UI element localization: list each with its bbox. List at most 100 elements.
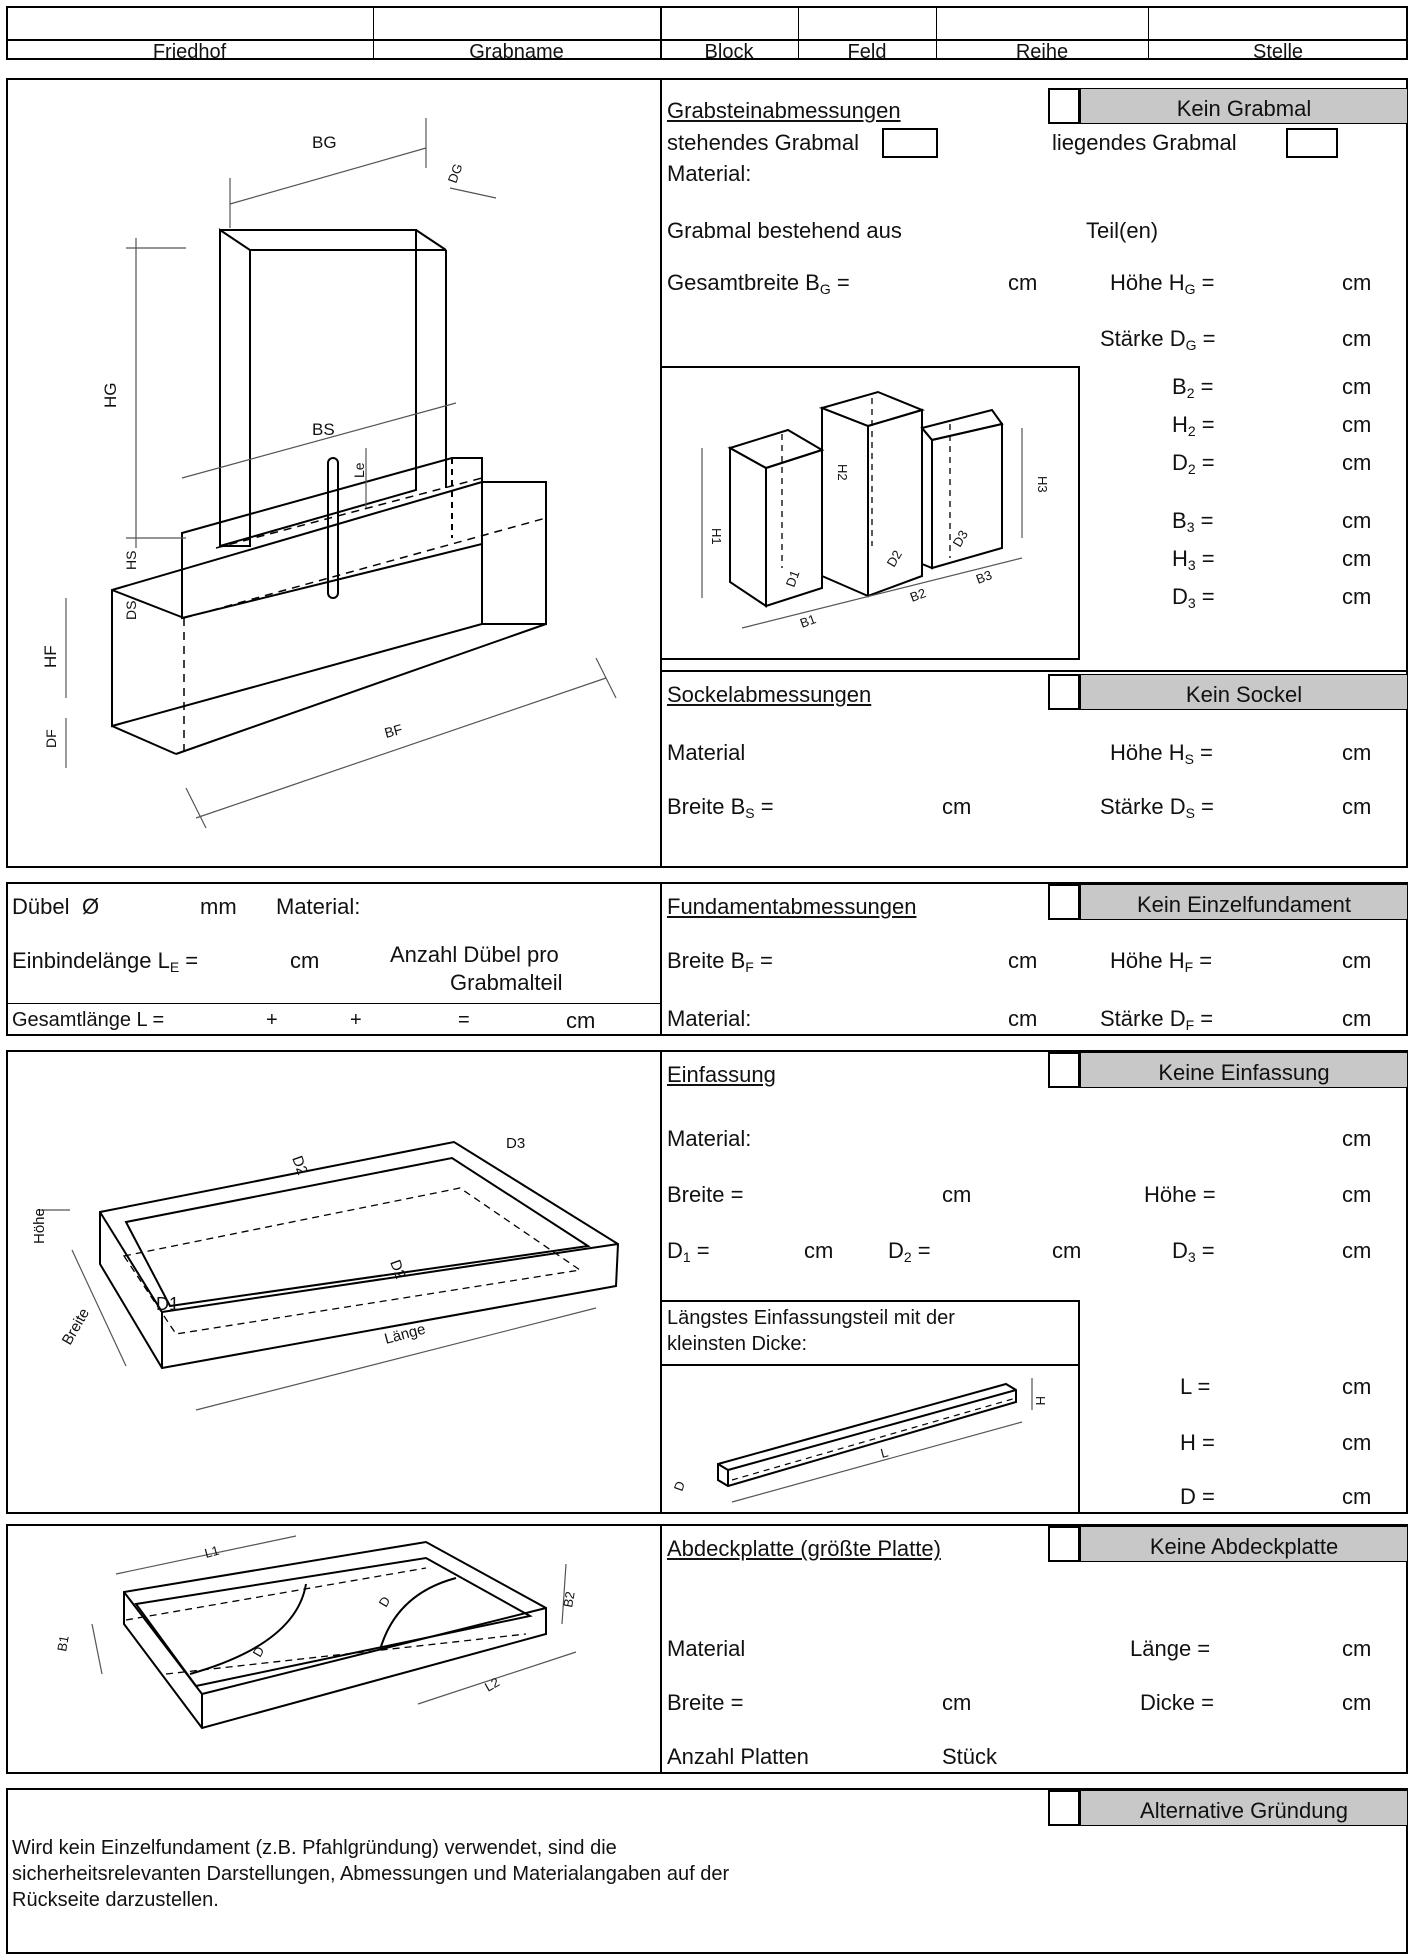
b3-label: B3 = xyxy=(1172,508,1214,535)
abdeckplatte-drawing: L1 L2 B1 B2 D D xyxy=(54,1535,578,1730)
fundament-hoehe: Höhe HF = xyxy=(1110,948,1213,975)
fundament-material: Material: xyxy=(667,1006,752,1031)
duebel-material: Material: xyxy=(276,894,361,919)
abdeck-material: Material xyxy=(667,1636,746,1661)
h3-label: H3 = xyxy=(1172,546,1215,573)
alternative-text-1: Wird kein Einzelfundament (z.B. Pfahlgrü… xyxy=(12,1837,617,1859)
kein-grabmal-checkbox[interactable] xyxy=(1048,88,1080,124)
svg-text:D2: D2 xyxy=(386,1258,409,1282)
header-stelle: Stelle xyxy=(1252,41,1304,63)
svg-text:B2: B2 xyxy=(908,585,928,605)
grabmal-drawing: BG DG HG BS Le HS DS HF DF BF xyxy=(41,118,617,829)
svg-text:B1: B1 xyxy=(54,1634,72,1652)
svg-text:D3: D3 xyxy=(950,528,971,550)
grabstein-material: Material: xyxy=(667,161,752,186)
kein-sockel-label: Kein Sockel xyxy=(1080,674,1408,710)
sockel-hoehe: Höhe HS = xyxy=(1110,740,1213,767)
label-bg: BG xyxy=(312,133,337,152)
b2-label: B2 = xyxy=(1172,374,1214,401)
section-divider xyxy=(660,882,662,1036)
einbindelaenge: Einbindelänge LE = xyxy=(12,948,199,975)
svg-text:D1: D1 xyxy=(156,1294,179,1314)
svg-text:L: L xyxy=(879,1445,890,1461)
d2-label: D2 = xyxy=(1172,450,1215,477)
abdeck-laenge: Länge = xyxy=(1130,1636,1211,1661)
svg-text:B2: B2 xyxy=(560,1590,578,1608)
header-divider xyxy=(6,39,1408,41)
abdeck-title: Abdeckplatte (größte Platte) xyxy=(667,1536,941,1561)
section-divider xyxy=(660,1050,662,1514)
header-col-divider xyxy=(1148,6,1149,60)
header-col-divider xyxy=(660,6,662,60)
alternative-text-2: sicherheitsrelevanten Darstellungen, Abm… xyxy=(12,1863,730,1885)
einfassung-d1: D1 = xyxy=(667,1238,710,1265)
svg-text:HG: HG xyxy=(101,383,120,409)
fundament-staerke: Stärke DF = xyxy=(1100,1006,1214,1033)
svg-text:L2: L2 xyxy=(482,1674,502,1694)
longest-text-1: Längstes Einfassungsteil mit der xyxy=(667,1307,955,1329)
einfassung-drawing: Höhe Breite Länge D1 D2 D2 D3 xyxy=(31,1135,620,1411)
svg-text:D: D xyxy=(671,1479,688,1493)
teil-h: H = xyxy=(1180,1430,1215,1455)
keine-einfassung-checkbox[interactable] xyxy=(1048,1052,1080,1088)
svg-text:D: D xyxy=(376,1594,394,1610)
longest-frame xyxy=(660,1300,1080,1514)
kein-grabmal-label: Kein Grabmal xyxy=(1080,88,1408,124)
stehendes-grabmal-checkbox[interactable] xyxy=(882,128,938,158)
header-friedhof: Friedhof xyxy=(152,41,227,63)
svg-text:Höhe: Höhe xyxy=(31,1208,48,1244)
svg-text:Länge: Länge xyxy=(383,1321,428,1348)
gesamtbreite-bg: Gesamtbreite BG = xyxy=(667,270,850,297)
section-divider xyxy=(660,78,662,868)
anzahl-duebel-1: Anzahl Dübel pro xyxy=(390,942,559,967)
svg-text:Le: Le xyxy=(351,462,367,478)
svg-text:Breite: Breite xyxy=(59,1306,93,1348)
alternative-gruendung-checkbox[interactable] xyxy=(1048,1790,1080,1826)
svg-text:H: H xyxy=(1033,1396,1048,1405)
staerke-dg: Stärke DG = xyxy=(1100,326,1216,353)
sockel-title: Sockelabmessungen xyxy=(667,682,872,707)
header-feld: Feld xyxy=(847,41,887,63)
svg-text:HF: HF xyxy=(41,645,60,668)
section-divider xyxy=(660,1524,662,1774)
header-reihe: Reihe xyxy=(1015,41,1069,63)
header-col-divider xyxy=(936,6,937,60)
svg-text:D2: D2 xyxy=(884,548,905,570)
svg-text:HS: HS xyxy=(123,551,139,570)
grabstein-title: Grabsteinabmessungen xyxy=(667,98,901,123)
einfassung-teil-drawing: L H D xyxy=(671,1378,1048,1503)
grabmal-bestehend: Grabmal bestehend aus xyxy=(667,218,902,243)
svg-text:DG: DG xyxy=(445,162,466,185)
sockel-material: Material xyxy=(667,740,746,765)
abdeck-stueck: Stück xyxy=(942,1744,998,1769)
header-col-divider xyxy=(798,6,799,60)
keine-einfassung-label: Keine Einfassung xyxy=(1080,1052,1408,1088)
hoehe-hg: Höhe HG = xyxy=(1110,270,1215,297)
liegendes-grabmal-checkbox[interactable] xyxy=(1286,128,1338,158)
keine-abdeckplatte-label: Keine Abdeckplatte xyxy=(1080,1526,1408,1562)
keine-abdeckplatte-checkbox[interactable] xyxy=(1048,1526,1080,1562)
kein-sockel-checkbox[interactable] xyxy=(1048,674,1080,710)
grabmal-teile: Teil(en) xyxy=(1086,218,1159,243)
svg-text:B1: B1 xyxy=(798,611,818,631)
alternative-section xyxy=(6,1788,1408,1954)
abdeckplatte-section xyxy=(6,1524,1408,1774)
duebel-fundament-section xyxy=(6,882,1408,1036)
kein-fundament-checkbox[interactable] xyxy=(1048,884,1080,920)
abdeck-dicke: Dicke = xyxy=(1140,1690,1214,1715)
svg-text:D1: D1 xyxy=(783,568,803,589)
gesamtbreite-cm: cm xyxy=(1008,270,1038,295)
longest-divider xyxy=(660,1364,1080,1366)
multi-part-drawing-frame xyxy=(660,366,1080,660)
kein-fundament-label: Kein Einzelfundament xyxy=(1080,884,1408,920)
row-divider xyxy=(6,1003,660,1004)
fundament-title: Fundamentabmessungen xyxy=(667,894,917,919)
anzahl-duebel-2: Grabmalteil xyxy=(450,970,563,995)
einfassung-section xyxy=(6,1050,1408,1514)
svg-text:H3: H3 xyxy=(1035,476,1050,493)
duebel-mm: mm xyxy=(200,894,237,919)
d3-label: D3 = xyxy=(1172,584,1215,611)
abdeck-breite: Breite = xyxy=(667,1690,744,1715)
svg-text:D2: D2 xyxy=(288,1154,311,1178)
abdeck-anzahl: Anzahl Platten xyxy=(667,1744,809,1769)
